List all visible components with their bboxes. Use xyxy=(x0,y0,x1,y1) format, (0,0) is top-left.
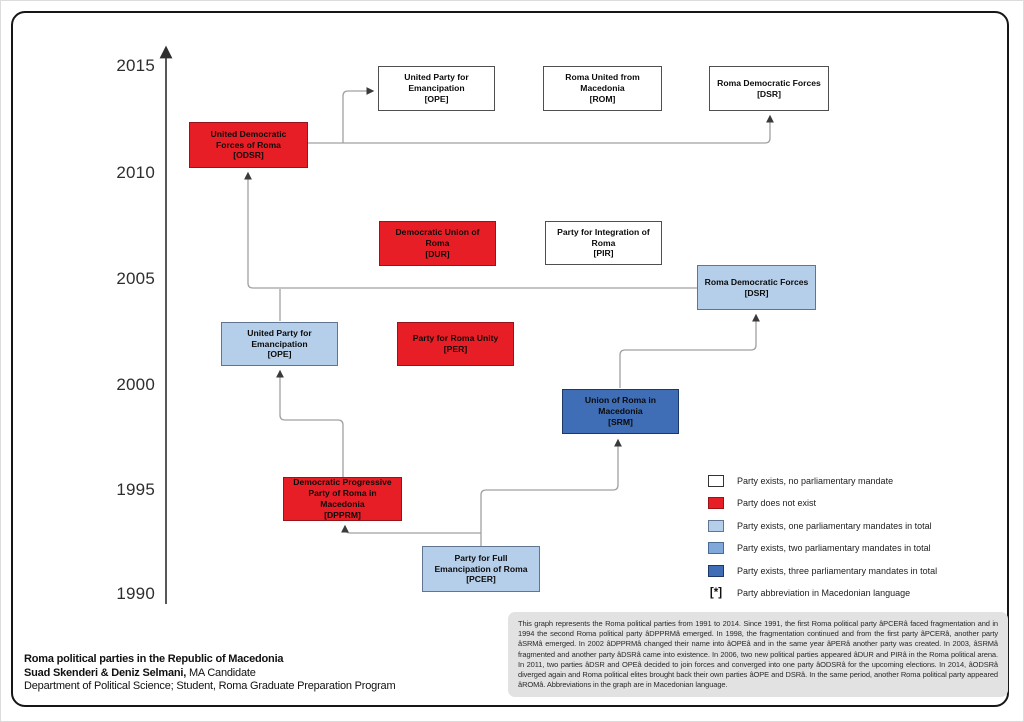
connector-pcer-to-dpprm xyxy=(341,524,481,534)
party-box-line: Macedonia xyxy=(598,406,643,417)
footer: Roma political parties in the Republic o… xyxy=(24,653,396,694)
figure-title: Roma political parties in the Republic o… xyxy=(24,653,284,665)
authors-line: Suad Skenderi & Deniz Selmani, MA Candid… xyxy=(24,667,395,681)
party-box-line: Roma United from xyxy=(565,72,640,83)
party-box-line: [DPPRM] xyxy=(324,509,361,520)
axis-year-label: 1995 xyxy=(116,480,155,499)
connector-odsr-to-dsr-2014 xyxy=(308,114,774,144)
axis-year-label: 2000 xyxy=(116,375,155,394)
party-box-line: [DSR] xyxy=(744,287,769,298)
legend-row: Party exists, one parliamentary mandates… xyxy=(708,519,937,532)
party-box-line: United Party for xyxy=(404,72,469,83)
party-box-line: Macedonia xyxy=(320,499,365,509)
legend-row: Party exists, no parliamentary mandate xyxy=(708,474,937,487)
party-box-line: [ODSR] xyxy=(233,150,264,161)
party-box-line: United Party for xyxy=(247,327,312,338)
party-box-line: United Democratic xyxy=(210,128,287,139)
party-box-line: Roma Democratic Forces xyxy=(704,276,809,287)
axis-year-label: 1990 xyxy=(116,584,155,603)
connector-srm-to-dsr xyxy=(619,313,760,388)
legend-label: Party abbreviation in Macedonian languag… xyxy=(737,588,911,598)
party-box-line: [DSR] xyxy=(757,88,781,99)
party-box-line: Emancipation of Roma xyxy=(434,563,528,574)
legend-row: Party exists, three parliamentary mandat… xyxy=(708,564,937,577)
legend-row: [*] Party abbreviation in Macedonian lang… xyxy=(708,587,937,600)
party-box-line: Democratic Progressive xyxy=(293,477,392,488)
party-box-line: Roma xyxy=(425,238,450,249)
party-box-line: Emancipation xyxy=(251,338,308,349)
legend-label: Party exists, two parliamentary mandates… xyxy=(737,543,931,553)
connector-dsr-ope-to-odsr xyxy=(244,171,697,289)
party-box-line: [OPE] xyxy=(267,349,292,360)
connector-dpprm-to-ope xyxy=(276,369,344,477)
party-box-dsr-2014: Roma Democratic Forces[DSR] xyxy=(709,66,829,111)
party-box-line: Macedonia xyxy=(580,83,625,94)
page-border xyxy=(11,11,1009,707)
caption-text: This graph represents the Roma political… xyxy=(518,619,998,690)
party-box-line: Party for Integration of xyxy=(557,226,650,237)
party-box-line: [SRM] xyxy=(608,416,633,427)
affiliation-line: Department of Political Science; Student… xyxy=(24,680,396,693)
party-box-line: [PER] xyxy=(443,344,468,354)
party-box-line: Emancipation xyxy=(408,83,465,94)
legend-label: Party exists, no parliamentary mandate xyxy=(737,475,894,486)
party-box-line: Democratic Union of xyxy=(395,227,480,238)
legend-swatch-white xyxy=(708,474,724,487)
caption-box: This graph represents the Roma political… xyxy=(508,612,1008,698)
axis-year-label: 2005 xyxy=(116,269,155,288)
party-box-line: Roma Democratic Forces xyxy=(717,77,821,88)
party-box-line: [DUR] xyxy=(425,248,450,259)
party-box-line: [ROM] xyxy=(589,93,616,104)
authors-names: Suad Skenderi & Deniz Selmani, xyxy=(24,666,187,679)
party-box-line: Party of Roma in xyxy=(308,488,377,499)
legend-label: Party exists, three parliamentary mandat… xyxy=(737,565,938,576)
party-box-per-2002: Party for Roma Unity[PER] xyxy=(397,322,514,366)
party-box-line: [OPE] xyxy=(424,93,449,104)
connector-pcer-to-srm xyxy=(480,438,622,546)
legend-asterisk-symbol: [*] xyxy=(709,587,723,599)
party-box-dsr-2004: Roma Democratic Forces[DSR] xyxy=(697,265,816,310)
legend-swatch-dark_blue xyxy=(708,564,724,577)
legend-label: Party does not exist xyxy=(737,498,817,508)
party-box-line: Union of Roma in xyxy=(584,395,657,406)
legend-label: Party exists, one parliamentary mandates… xyxy=(737,520,932,531)
legend-swatch-red xyxy=(708,497,724,509)
legend-row: Party exists, two parliamentary mandates… xyxy=(708,542,937,555)
axis-year-label: 2010 xyxy=(116,163,155,182)
axis-year-label: 2015 xyxy=(116,56,155,75)
legend-swatch-mid_blue xyxy=(708,542,724,554)
party-box-line: [PCER] xyxy=(466,574,496,585)
authors-degree: MA Candidate xyxy=(186,666,256,679)
party-box-line: [PIR] xyxy=(593,248,614,259)
legend-row: Party does not exist xyxy=(708,497,937,510)
party-box-line: Roma xyxy=(591,237,616,248)
party-box-line: Party for Roma Unity xyxy=(412,333,499,344)
party-box-line: Forces of Roma xyxy=(216,139,281,150)
legend-swatch-light_blue xyxy=(708,519,724,532)
connector-odsr-to-ope-2014 xyxy=(342,87,375,143)
party-box-line: Party for Full xyxy=(454,552,508,563)
